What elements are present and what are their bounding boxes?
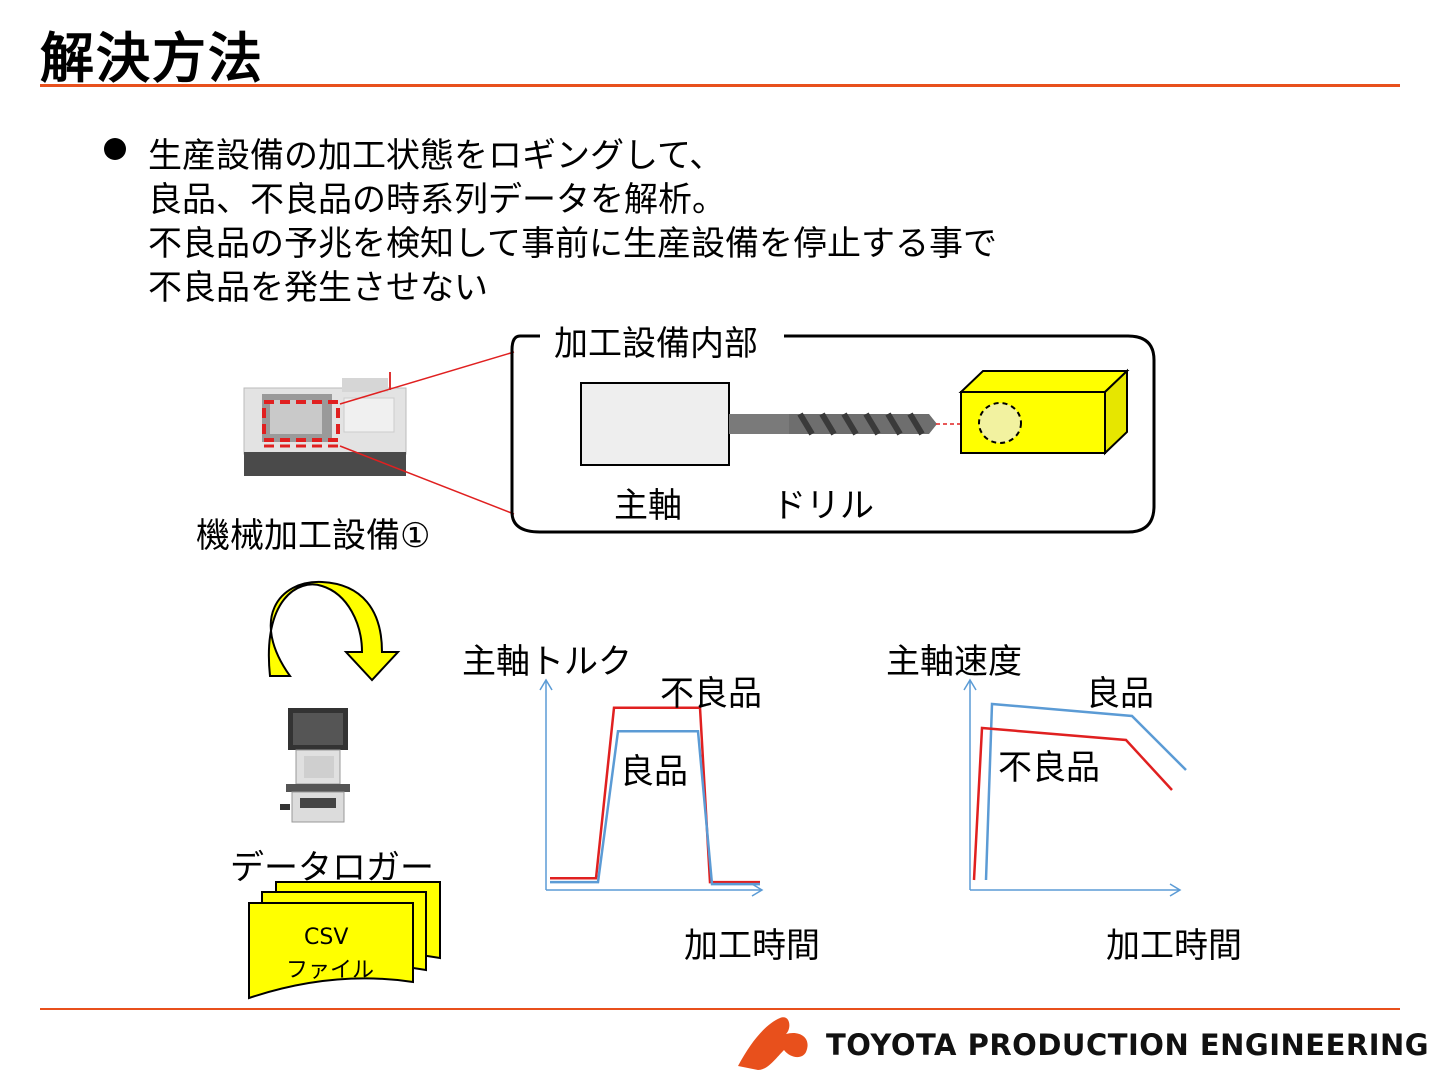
chart-speed-title: 主軸速度 xyxy=(886,642,1022,682)
callout-line-bottom xyxy=(339,445,515,515)
spindle-label: 主軸 xyxy=(614,486,682,526)
drill-label: ドリル xyxy=(772,486,874,526)
company-logo-text: TOYOTA PRODUCTION ENGINEERING xyxy=(826,1028,1430,1062)
chart-torque-legend-good: 良品 xyxy=(620,752,688,792)
chart-torque-axes xyxy=(539,678,764,897)
bullet-line-3: 不良品の予兆を検知して事前に生産設備を停止する事で xyxy=(148,224,997,264)
drill-icon xyxy=(729,412,937,436)
bullet-dot xyxy=(104,138,126,160)
chart-torque-xlabel: 加工時間 xyxy=(684,926,820,966)
inner-box-frame xyxy=(510,334,1156,534)
machine-label: 機械加工設備① xyxy=(196,516,431,556)
spindle-block xyxy=(580,382,730,466)
csv-label-line-1: CSV xyxy=(304,925,349,950)
chart-speed-axes xyxy=(963,678,1182,897)
bullet-line-2: 良品、不良品の時系列データを解析。 xyxy=(148,180,726,220)
chart-speed-xlabel: 加工時間 xyxy=(1106,926,1242,966)
page-title: 解決方法 xyxy=(40,27,264,90)
chart-torque-title: 主軸トルク xyxy=(462,642,632,682)
inner-box-title: 加工設備内部 xyxy=(548,316,764,365)
header-rule xyxy=(40,84,1400,87)
csv-label-line-2: ファイル xyxy=(286,958,375,983)
bullet-line-1: 生産設備の加工状態をロギングして、 xyxy=(148,136,724,176)
torque-series-good xyxy=(550,729,760,886)
speed-series-bad xyxy=(972,726,1173,881)
machine-tool-icon xyxy=(243,372,407,476)
callout-line-top xyxy=(339,351,515,405)
chart-speed-legend-bad: 不良品 xyxy=(998,748,1100,788)
csv-file-stack-icon xyxy=(248,881,441,1000)
chart-speed-legend-good: 良品 xyxy=(1086,674,1154,714)
curved-arrow-icon xyxy=(267,580,401,682)
company-logo-icon xyxy=(738,1017,808,1070)
workpiece-block xyxy=(958,368,1130,456)
footer-rule xyxy=(40,1008,1400,1010)
speed-series-good xyxy=(984,702,1187,881)
chart-torque-legend-bad: 不良品 xyxy=(660,674,762,714)
data-logger-icon xyxy=(280,708,350,823)
bullet-line-4: 不良品を発生させない xyxy=(148,268,488,308)
torque-series-bad xyxy=(550,706,760,884)
data-logger-label: データロガー xyxy=(230,848,434,888)
